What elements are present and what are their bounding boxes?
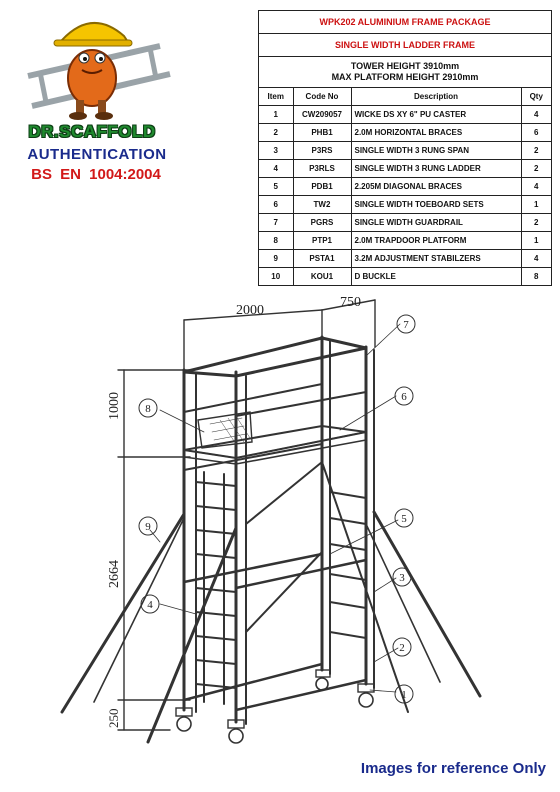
callout-3: 3 xyxy=(399,572,405,584)
authentication-label: AUTHENTICATION xyxy=(27,146,167,163)
dim-width-label: 750 xyxy=(340,295,361,310)
callout-5: 5 xyxy=(401,513,407,525)
code-cell: PGRS xyxy=(292,213,352,232)
item-cell: 2 xyxy=(259,123,294,142)
description-cell: SINGLE WIDTH TOEBOARD SETS xyxy=(350,195,522,214)
callout-8: 8 xyxy=(145,403,151,415)
package-table: WPK202 ALUMINIUM FRAME PACKAGE SINGLE WI… xyxy=(258,10,552,286)
dim-line-length xyxy=(183,309,323,321)
callout-4: 4 xyxy=(147,599,153,611)
qty-cell: 2 xyxy=(520,141,551,160)
code-cell: P3RS xyxy=(292,141,352,160)
col-item: Item xyxy=(259,88,294,106)
item-cell: 3 xyxy=(259,141,294,160)
package-subtitle: SINGLE WIDTH LADDER FRAME xyxy=(259,34,551,57)
dim-base-label: 250 xyxy=(106,709,121,729)
callout-9: 9 xyxy=(145,521,151,533)
qty-cell: 1 xyxy=(520,195,551,214)
description-cell: SINGLE WIDTH GUARDRAIL xyxy=(350,213,522,232)
dr-scaffold-logo xyxy=(27,21,171,120)
item-cell: 4 xyxy=(259,159,294,178)
item-cell: 7 xyxy=(259,213,294,232)
tower-height: TOWER HEIGHT 3910mm xyxy=(350,61,460,71)
description-cell: WICKE DS XY 6" PU CASTER xyxy=(350,105,522,124)
package-title: WPK202 ALUMINIUM FRAME PACKAGE xyxy=(259,11,551,34)
dim-length-label: 2000 xyxy=(236,303,264,318)
code-cell: PHB1 xyxy=(292,123,352,142)
qty-cell: 8 xyxy=(520,267,551,285)
code-cell: TW2 xyxy=(292,195,352,214)
col-code: Code No xyxy=(292,88,352,106)
qty-cell: 2 xyxy=(520,213,551,232)
description-cell: SINGLE WIDTH 3 RUNG LADDER xyxy=(350,159,522,178)
qty-cell: 4 xyxy=(520,105,551,124)
callout-6: 6 xyxy=(401,391,407,403)
brand-name: DR.SCAFFOLD xyxy=(28,122,156,141)
qty-cell: 6 xyxy=(520,123,551,142)
code-cell: PSTA1 xyxy=(292,249,352,268)
item-cell: 5 xyxy=(259,177,294,196)
code-cell: PDB1 xyxy=(292,177,352,196)
description-cell: 3.2M ADJUSTMENT STABILZERS xyxy=(350,249,522,268)
scaffold-tower-drawing: 2000 750 1000 2664 250 7 6 8 5 3 2 1 4 9 xyxy=(60,295,482,744)
qty-cell: 4 xyxy=(520,177,551,196)
code-cell: PTP1 xyxy=(292,231,352,250)
col-qty: Qty xyxy=(520,88,551,106)
callout-1: 1 xyxy=(401,689,407,701)
code-cell: KOU1 xyxy=(292,267,352,285)
description-cell: SINGLE WIDTH 3 RUNG SPAN xyxy=(350,141,522,160)
parts-header-row: Item Code No Description Qty xyxy=(259,88,551,106)
description-cell: 2.205M DIAGONAL BRACES xyxy=(350,177,522,196)
item-cell: 10 xyxy=(259,267,294,285)
standard-label: BS EN 1004:2004 xyxy=(31,166,161,183)
callout-2: 2 xyxy=(399,642,405,654)
description-cell: 2.0M HORIZONTAL BRACES xyxy=(350,123,522,142)
dim-line-width xyxy=(321,299,376,311)
dim-platform-label: 2664 xyxy=(107,560,122,588)
qty-cell: 1 xyxy=(520,231,551,250)
item-cell: 8 xyxy=(259,231,294,250)
item-cell: 6 xyxy=(259,195,294,214)
qty-cell: 4 xyxy=(520,249,551,268)
col-description: Description xyxy=(350,88,522,106)
reference-note: Images for reference Only xyxy=(360,760,546,777)
dim-guard-label: 1000 xyxy=(107,392,122,420)
max-platform-height: MAX PLATFORM HEIGHT 2910mm xyxy=(331,72,479,82)
item-cell: 1 xyxy=(259,105,294,124)
description-cell: D BUCKLE xyxy=(350,267,522,285)
item-cell: 9 xyxy=(259,249,294,268)
code-cell: P3RLS xyxy=(292,159,352,178)
callout-7: 7 xyxy=(403,319,409,331)
code-cell: CW209057 xyxy=(292,105,352,124)
qty-cell: 2 xyxy=(520,159,551,178)
description-cell: 2.0M TRAPDOOR PLATFORM xyxy=(350,231,522,250)
tower-specs: TOWER HEIGHT 3910mm MAX PLATFORM HEIGHT … xyxy=(259,57,551,88)
